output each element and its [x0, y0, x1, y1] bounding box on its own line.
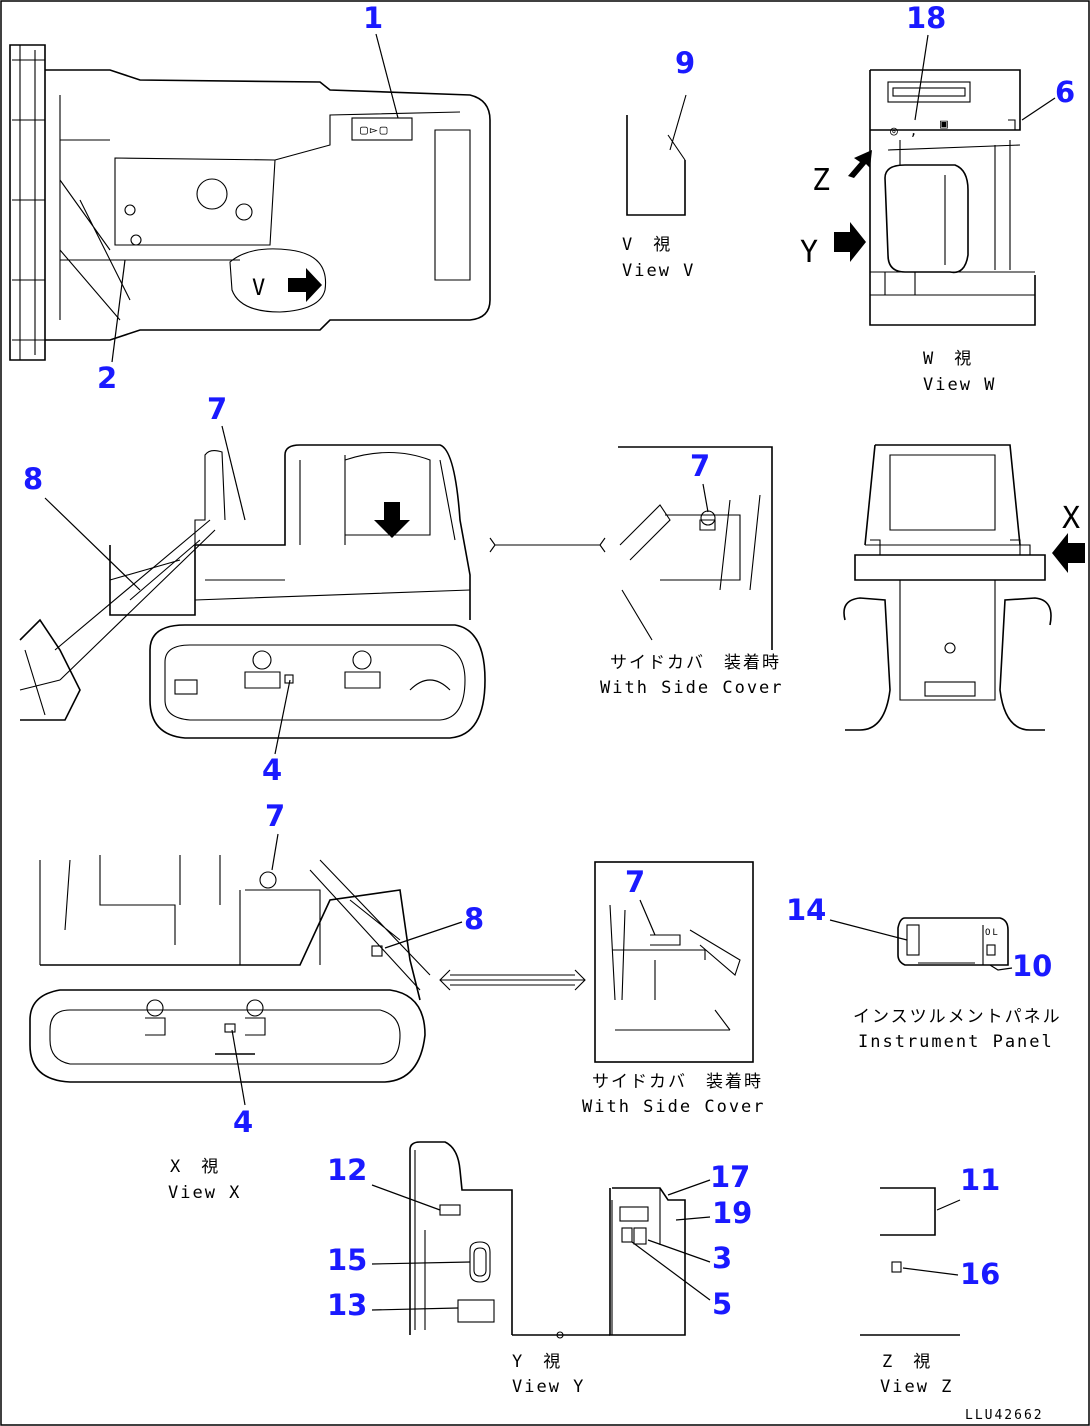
callout-7b: 7 — [690, 449, 710, 483]
callout-1: 1 — [363, 1, 383, 35]
view-w-en: View W — [923, 375, 996, 395]
view-z-letter: Z — [812, 163, 830, 198]
view-z-drawing — [860, 1187, 960, 1336]
instrument-panel-drawing: OL — [897, 917, 1009, 966]
leader-5 — [631, 1241, 711, 1301]
callout-2: 2 — [97, 361, 117, 395]
callout-10: 10 — [1012, 949, 1052, 983]
leader-7b — [702, 483, 709, 513]
leader-2 — [111, 259, 126, 363]
side-cover-detail-2 — [594, 861, 754, 1063]
callout-18: 18 — [906, 1, 946, 35]
callout-4a: 4 — [262, 753, 282, 787]
callout-17: 17 — [710, 1160, 750, 1194]
callout-8b: 8 — [464, 902, 484, 936]
leader-8a — [44, 497, 141, 591]
callout-8a: 8 — [23, 462, 43, 496]
side-cover-en-1: With Side Cover — [600, 678, 784, 698]
leader-10 — [989, 964, 1013, 971]
view-v-jp: V 視 — [622, 235, 672, 255]
callout-6: 6 — [1055, 75, 1075, 109]
view-y-jp: Y 視 — [512, 1352, 562, 1372]
view-x-en: View X — [168, 1183, 241, 1203]
leader-7c — [271, 833, 279, 871]
view-v-en: View V — [622, 261, 695, 281]
detail-arrow-2 — [439, 969, 586, 991]
callout-9: 9 — [675, 46, 695, 80]
panel-en: Instrument Panel — [858, 1032, 1054, 1052]
leader-13 — [371, 1307, 459, 1311]
view-w-drawing: ◎ , ▣ — [834, 69, 1036, 326]
view-x-jp: X 視 — [170, 1157, 220, 1177]
svg-text:◎ ,: ◎ , — [890, 124, 919, 139]
callout-16: 16 — [960, 1257, 1000, 1291]
detail-arrow-1 — [489, 537, 606, 553]
svg-text:OL: OL — [985, 928, 1000, 938]
leader-17 — [667, 1179, 711, 1196]
view-z-jp: Z 視 — [882, 1352, 932, 1372]
view-y-en: View Y — [512, 1377, 585, 1397]
leader-19 — [675, 1216, 711, 1221]
view-w-jp: W 視 — [923, 349, 973, 369]
leader-14 — [829, 919, 908, 941]
callout-4b: 4 — [233, 1105, 253, 1139]
callout-14: 14 — [786, 893, 826, 927]
svg-text:▢▻▢: ▢▻▢ — [360, 123, 389, 138]
front-view-drawing — [843, 444, 1085, 731]
callout-11: 11 — [960, 1163, 1000, 1197]
leader-15 — [371, 1261, 471, 1265]
callout-7d: 7 — [625, 865, 645, 899]
leader-18 — [914, 34, 929, 121]
view-y-letter: Y — [800, 235, 818, 270]
side-cover-jp-2: サイドカバ 装着時 — [592, 1072, 763, 1092]
side-cover-en-2: With Side Cover — [582, 1097, 766, 1117]
view-v-drawing — [626, 94, 687, 216]
side-cover-jp-1: サイドカバ 装着時 — [610, 653, 781, 673]
callout-19: 19 — [712, 1196, 752, 1230]
view-x-drawing — [29, 855, 431, 1083]
callout-7c: 7 — [265, 799, 285, 833]
callout-13: 13 — [327, 1288, 367, 1322]
leader-3 — [647, 1239, 711, 1263]
callout-5: 5 — [712, 1287, 732, 1321]
leader-4a — [274, 679, 291, 755]
panel-jp: インスツルメントパネル — [853, 1007, 1062, 1027]
leader-6 — [1021, 97, 1056, 121]
leader-12 — [371, 1184, 441, 1211]
leader-8b — [384, 921, 463, 949]
view-x-letter: X — [1062, 501, 1080, 536]
leader-16 — [902, 1267, 959, 1276]
top-view-drawing: ▢▻▢ V — [9, 44, 491, 361]
svg-text:▣: ▣ — [940, 117, 950, 132]
view-y-drawing — [409, 1141, 686, 1339]
leader-4b — [231, 1029, 246, 1106]
side-view-drawing — [19, 444, 486, 739]
callout-12: 12 — [327, 1153, 367, 1187]
view-z-en: View Z — [880, 1377, 953, 1397]
leader-1 — [375, 33, 399, 119]
callout-7a: 7 — [207, 392, 227, 426]
leader-7d — [639, 899, 656, 936]
leader-7a — [221, 425, 246, 521]
leader-11 — [936, 1199, 961, 1211]
side-cover-detail-1 — [618, 446, 773, 650]
svg-text:V: V — [252, 276, 265, 301]
callout-3: 3 — [712, 1241, 732, 1275]
callout-15: 15 — [327, 1243, 367, 1277]
drawing-code: LLU42662 — [965, 1408, 1044, 1423]
